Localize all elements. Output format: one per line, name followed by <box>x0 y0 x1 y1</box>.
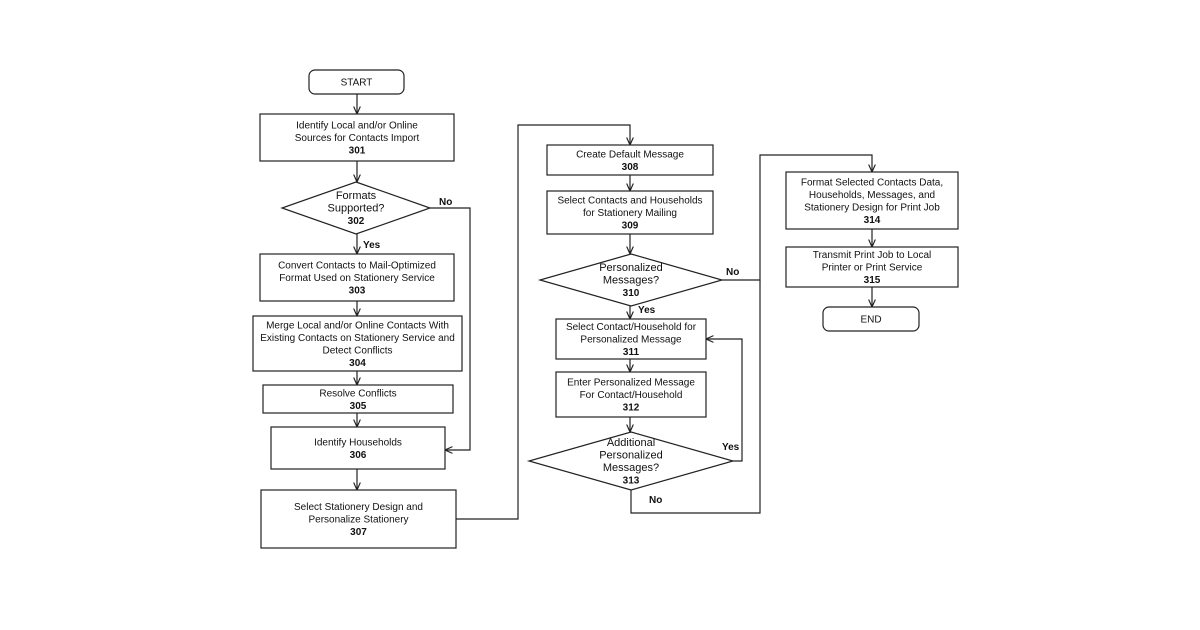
n307-number: 307 <box>350 527 367 538</box>
n303-number: 303 <box>349 286 366 297</box>
n313-label-line: Messages? <box>603 462 659 474</box>
node-n310: PersonalizedMessages?310 <box>540 254 722 306</box>
edge-label-n302-yes: Yes <box>363 240 381 251</box>
n305-label-line: Resolve Conflicts <box>319 388 396 399</box>
node-n308: Create Default Message 308 <box>547 145 713 175</box>
n310-number: 310 <box>623 288 640 299</box>
n303-label-line: Format Used on Stationery Service <box>279 273 435 284</box>
node-n302: FormatsSupported?302 <box>282 182 430 234</box>
n311-label-line: Select Contact/Household for <box>566 322 697 333</box>
end-label-line: END <box>860 315 881 326</box>
n315-label-line: Printer or Print Service <box>822 263 923 274</box>
edge-label-n310-no: No <box>726 267 739 278</box>
n315-label-line: Transmit Print Job to Local <box>813 250 932 261</box>
node-n301: Identify Local and/or OnlineSources for … <box>260 114 454 161</box>
node-n314: Format Selected Contacts Data, Households… <box>786 172 958 229</box>
edge-label-n302-no: No <box>439 197 452 208</box>
node-n307: Select Stationery Design andPersonalize … <box>261 490 456 548</box>
n301-label-line: Identify Local and/or Online <box>296 121 418 132</box>
n315-number: 315 <box>864 275 881 286</box>
n312-label-line: Enter Personalized Message <box>567 378 695 389</box>
n310-label-line: Messages? <box>603 275 659 287</box>
edge-label-n310-yes: Yes <box>638 305 656 316</box>
start-label-line: START <box>341 78 373 89</box>
n304-label-line: Existing Contacts on Stationery Service … <box>260 333 455 344</box>
node-n305: Resolve Conflicts 305 <box>263 385 453 413</box>
n306-number: 306 <box>350 450 367 461</box>
n313-label-line: Personalized <box>599 449 663 461</box>
node-n309: Select Contacts and Householdsfor Statio… <box>547 191 713 234</box>
n302-label-line: Supported? <box>328 203 385 215</box>
n308-label-line: Create Default Message <box>576 149 684 160</box>
n304-label-line: Detect Conflicts <box>322 345 392 356</box>
n313-label-line: Additional <box>607 437 655 449</box>
n314-label-line: Households, Messages, and <box>809 190 935 201</box>
n303-label-line: Convert Contacts to Mail-Optimized <box>278 261 436 272</box>
n302-number: 302 <box>348 216 365 227</box>
n309-label-line: for Stationery Mailing <box>583 208 677 219</box>
edge-label-n313-yes: Yes <box>722 442 740 453</box>
node-n303: Convert Contacts to Mail-OptimizedFormat… <box>260 254 454 301</box>
node-n312: Enter Personalized MessageFor Contact/Ho… <box>556 372 706 417</box>
n301-number: 301 <box>349 146 366 157</box>
n306-label-line: Identify Households <box>314 437 402 448</box>
nodes: START Identify Local and/or OnlineSources… <box>253 70 958 548</box>
n314-number: 314 <box>864 215 881 226</box>
n314-label-line: Format Selected Contacts Data, <box>801 177 943 188</box>
n302-label-line: Formats <box>336 190 377 202</box>
node-n306: Identify Households 306 <box>271 427 445 469</box>
n308-number: 308 <box>622 162 639 173</box>
node-n315: Transmit Print Job to LocalPrinter or Pr… <box>786 247 958 287</box>
n305-number: 305 <box>350 401 367 412</box>
n312-label-line: For Contact/Household <box>580 390 683 401</box>
n304-number: 304 <box>349 358 366 369</box>
n310-label-line: Personalized <box>599 262 663 274</box>
n311-number: 311 <box>623 347 640 358</box>
edge-label-n313-no: No <box>649 495 662 506</box>
n311-label-line: Personalized Message <box>580 335 682 346</box>
node-start: START <box>309 70 404 94</box>
n309-label-line: Select Contacts and Households <box>557 196 702 207</box>
node-n313: AdditionalPersonalizedMessages?313 <box>529 432 733 490</box>
n309-number: 309 <box>622 221 639 232</box>
n312-number: 312 <box>623 403 640 414</box>
n307-label-line: Personalize Stationery <box>308 515 408 526</box>
node-n304: Merge Local and/or Online Contacts WithE… <box>253 316 462 371</box>
n314-label-line: Stationery Design for Print Job <box>804 202 940 213</box>
node-end: END <box>823 307 919 331</box>
n307-label-line: Select Stationery Design and <box>294 502 423 513</box>
n313-number: 313 <box>623 475 640 486</box>
n304-label-line: Merge Local and/or Online Contacts With <box>266 320 449 331</box>
node-n311: Select Contact/Household forPersonalized… <box>556 319 706 359</box>
n301-label-line: Sources for Contacts Import <box>295 133 420 144</box>
